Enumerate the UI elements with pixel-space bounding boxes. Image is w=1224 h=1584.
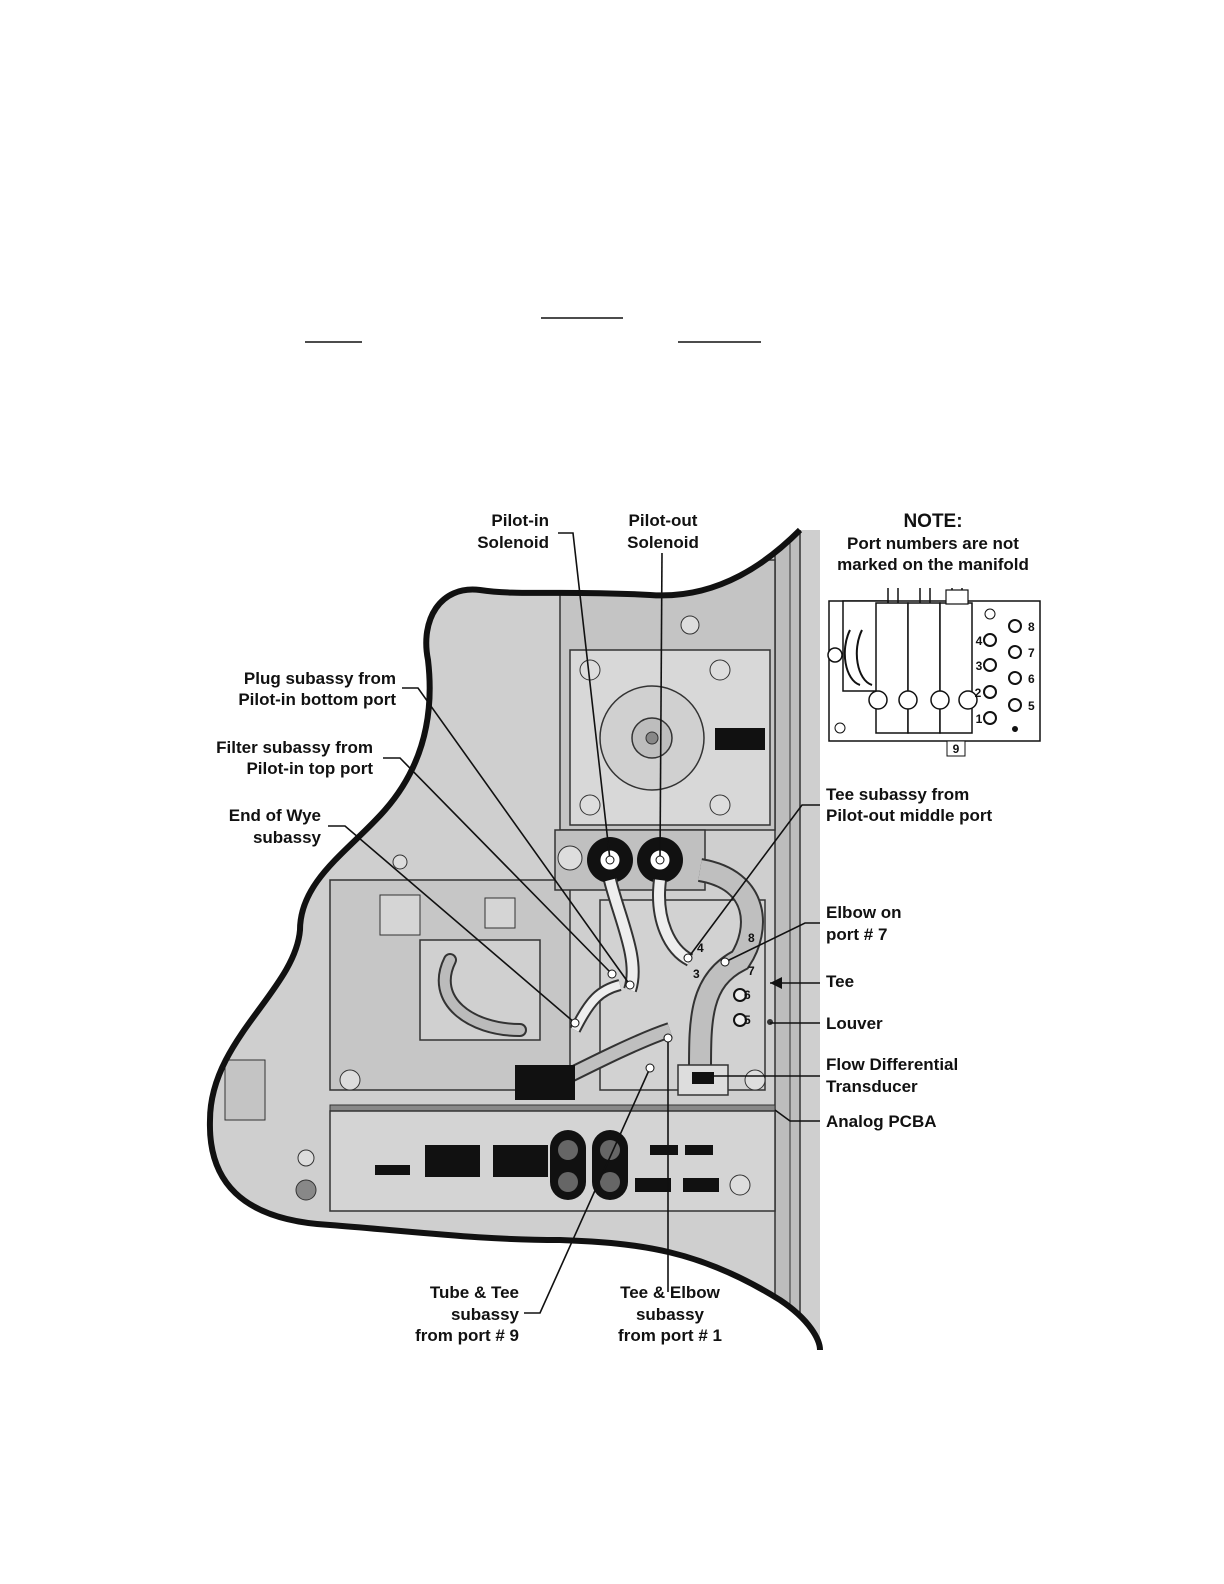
label-elbow-1: Elbow on	[826, 903, 902, 922]
main-port-7: 7	[748, 964, 755, 978]
chassis-cutaway: 8 4 7 3 6 5	[206, 527, 823, 1351]
callout-labels: Pilot-in Solenoid Pilot-out Solenoid Plu…	[216, 511, 992, 1345]
inset-port-5: 5	[1028, 699, 1035, 713]
inset-port-2: 2	[975, 686, 982, 700]
manifold-inset: 1 2 3 4 5 6 7 8 9	[827, 588, 1041, 757]
inset-port-1: 1	[976, 712, 983, 726]
label-pilot-out-1: Pilot-out	[629, 511, 698, 530]
label-flow-transducer-1: Flow Differential	[826, 1055, 958, 1074]
note-line-1: Port numbers are not	[847, 534, 1019, 553]
main-port-4: 4	[697, 941, 704, 955]
inset-port-4: 4	[976, 634, 983, 648]
note-block: NOTE: Port numbers are not marked on the…	[837, 511, 1029, 574]
top-rules	[305, 317, 761, 343]
label-flow-transducer-2: Transducer	[826, 1077, 918, 1096]
inset-port-6: 6	[1028, 672, 1035, 686]
main-port-3: 3	[693, 967, 700, 981]
inset-port-8: 8	[1028, 620, 1035, 634]
label-end-of-wye-1: End of Wye	[229, 806, 321, 825]
label-tube-tee-3: from port # 9	[415, 1326, 519, 1345]
label-tube-tee-1: Tube & Tee	[430, 1283, 519, 1302]
label-elbow-2: port # 7	[826, 925, 887, 944]
label-tee-subassy-2: Pilot-out middle port	[826, 806, 993, 825]
inset-port-9: 9	[953, 742, 960, 756]
label-tee: Tee	[826, 972, 854, 991]
note-line-2: marked on the manifold	[837, 555, 1029, 574]
label-tee-elbow-3: from port # 1	[618, 1326, 722, 1345]
main-port-8: 8	[748, 931, 755, 945]
label-plug-subassy-2: Pilot-in bottom port	[238, 690, 396, 709]
leader-lines	[328, 532, 820, 1314]
label-tee-elbow-1: Tee & Elbow	[620, 1283, 721, 1302]
label-filter-subassy-2: Pilot-in top port	[246, 759, 373, 778]
label-pilot-in-2: Solenoid	[477, 533, 549, 552]
main-port-5: 5	[744, 1013, 751, 1027]
note-title: NOTE:	[903, 511, 962, 532]
inset-port-7: 7	[1028, 646, 1035, 660]
label-pilot-out-2: Solenoid	[627, 533, 699, 552]
label-tee-elbow-2: subassy	[636, 1305, 705, 1324]
label-analog-pcba: Analog PCBA	[826, 1112, 937, 1131]
inset-port-3: 3	[976, 659, 983, 673]
label-tube-tee-2: subassy	[451, 1305, 520, 1324]
label-tee-subassy-1: Tee subassy from	[826, 785, 969, 804]
label-filter-subassy-1: Filter subassy from	[216, 738, 373, 757]
label-pilot-in-1: Pilot-in	[491, 511, 549, 530]
label-end-of-wye-2: subassy	[253, 828, 322, 847]
label-plug-subassy-1: Plug subassy from	[244, 669, 396, 688]
main-port-6: 6	[744, 988, 751, 1002]
label-louver: Louver	[826, 1014, 883, 1033]
